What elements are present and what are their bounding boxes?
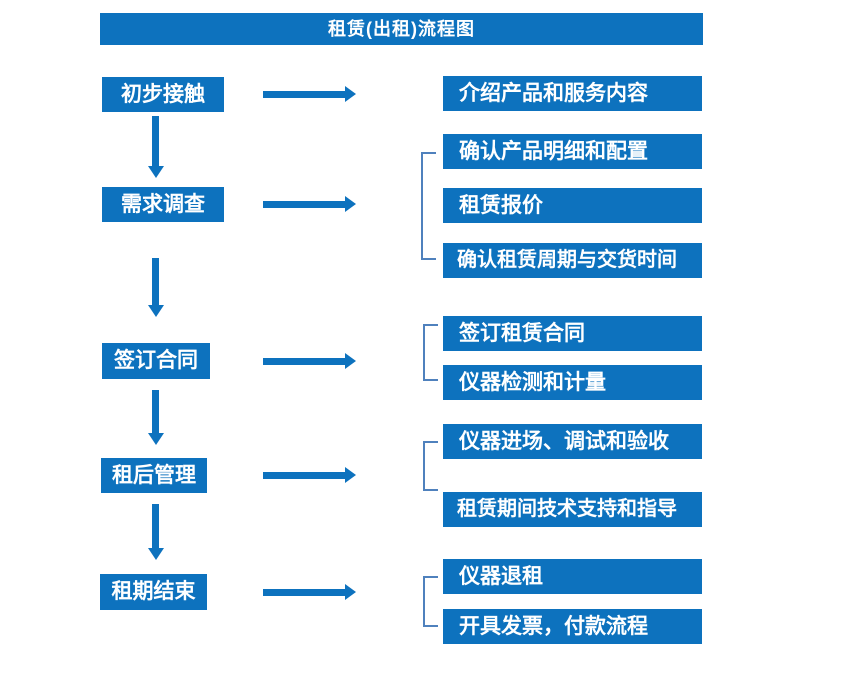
right-arrow-icon — [263, 584, 356, 600]
output-box-confirm-product-details: 确认产品明细和配置 — [443, 134, 702, 169]
right-arrow-icon — [263, 467, 356, 483]
stage-box-demand-survey: 需求调查 — [102, 187, 224, 222]
output-box-rental-quotation: 租赁报价 — [443, 188, 702, 223]
group-bracket-icon — [423, 441, 438, 491]
output-box-instrument-return: 仪器退租 — [443, 559, 702, 594]
down-arrow-icon — [148, 116, 164, 178]
right-arrow-icon — [263, 353, 356, 369]
stage-box-sign-contract: 签订合同 — [102, 343, 210, 379]
output-box-technical-support: 租赁期间技术支持和指导 — [443, 492, 702, 527]
output-box-invoice-payment: 开具发票，付款流程 — [443, 609, 702, 644]
output-box-introduce-products: 介绍产品和服务内容 — [443, 76, 702, 111]
output-box-instrument-testing: 仪器检测和计量 — [443, 365, 702, 400]
down-arrow-icon — [148, 258, 164, 317]
stage-box-post-rental-management: 租后管理 — [101, 458, 207, 493]
right-arrow-icon — [263, 196, 356, 212]
output-box-confirm-rental-period: 确认租赁周期与交货时间 — [443, 243, 702, 278]
right-arrow-icon — [263, 86, 356, 102]
stage-box-rental-end: 租期结束 — [100, 574, 207, 610]
down-arrow-icon — [148, 390, 164, 445]
group-bracket-icon — [421, 152, 436, 260]
output-box-sign-rental-contract: 签订租赁合同 — [443, 316, 702, 351]
group-bracket-icon — [423, 576, 438, 627]
output-box-instrument-setup-acceptance: 仪器进场、调试和验收 — [443, 424, 702, 459]
flowchart-title: 租赁(出租)流程图 — [100, 13, 703, 45]
stage-box-initial-contact: 初步接触 — [102, 77, 224, 112]
down-arrow-icon — [148, 504, 164, 560]
group-bracket-icon — [423, 324, 438, 381]
